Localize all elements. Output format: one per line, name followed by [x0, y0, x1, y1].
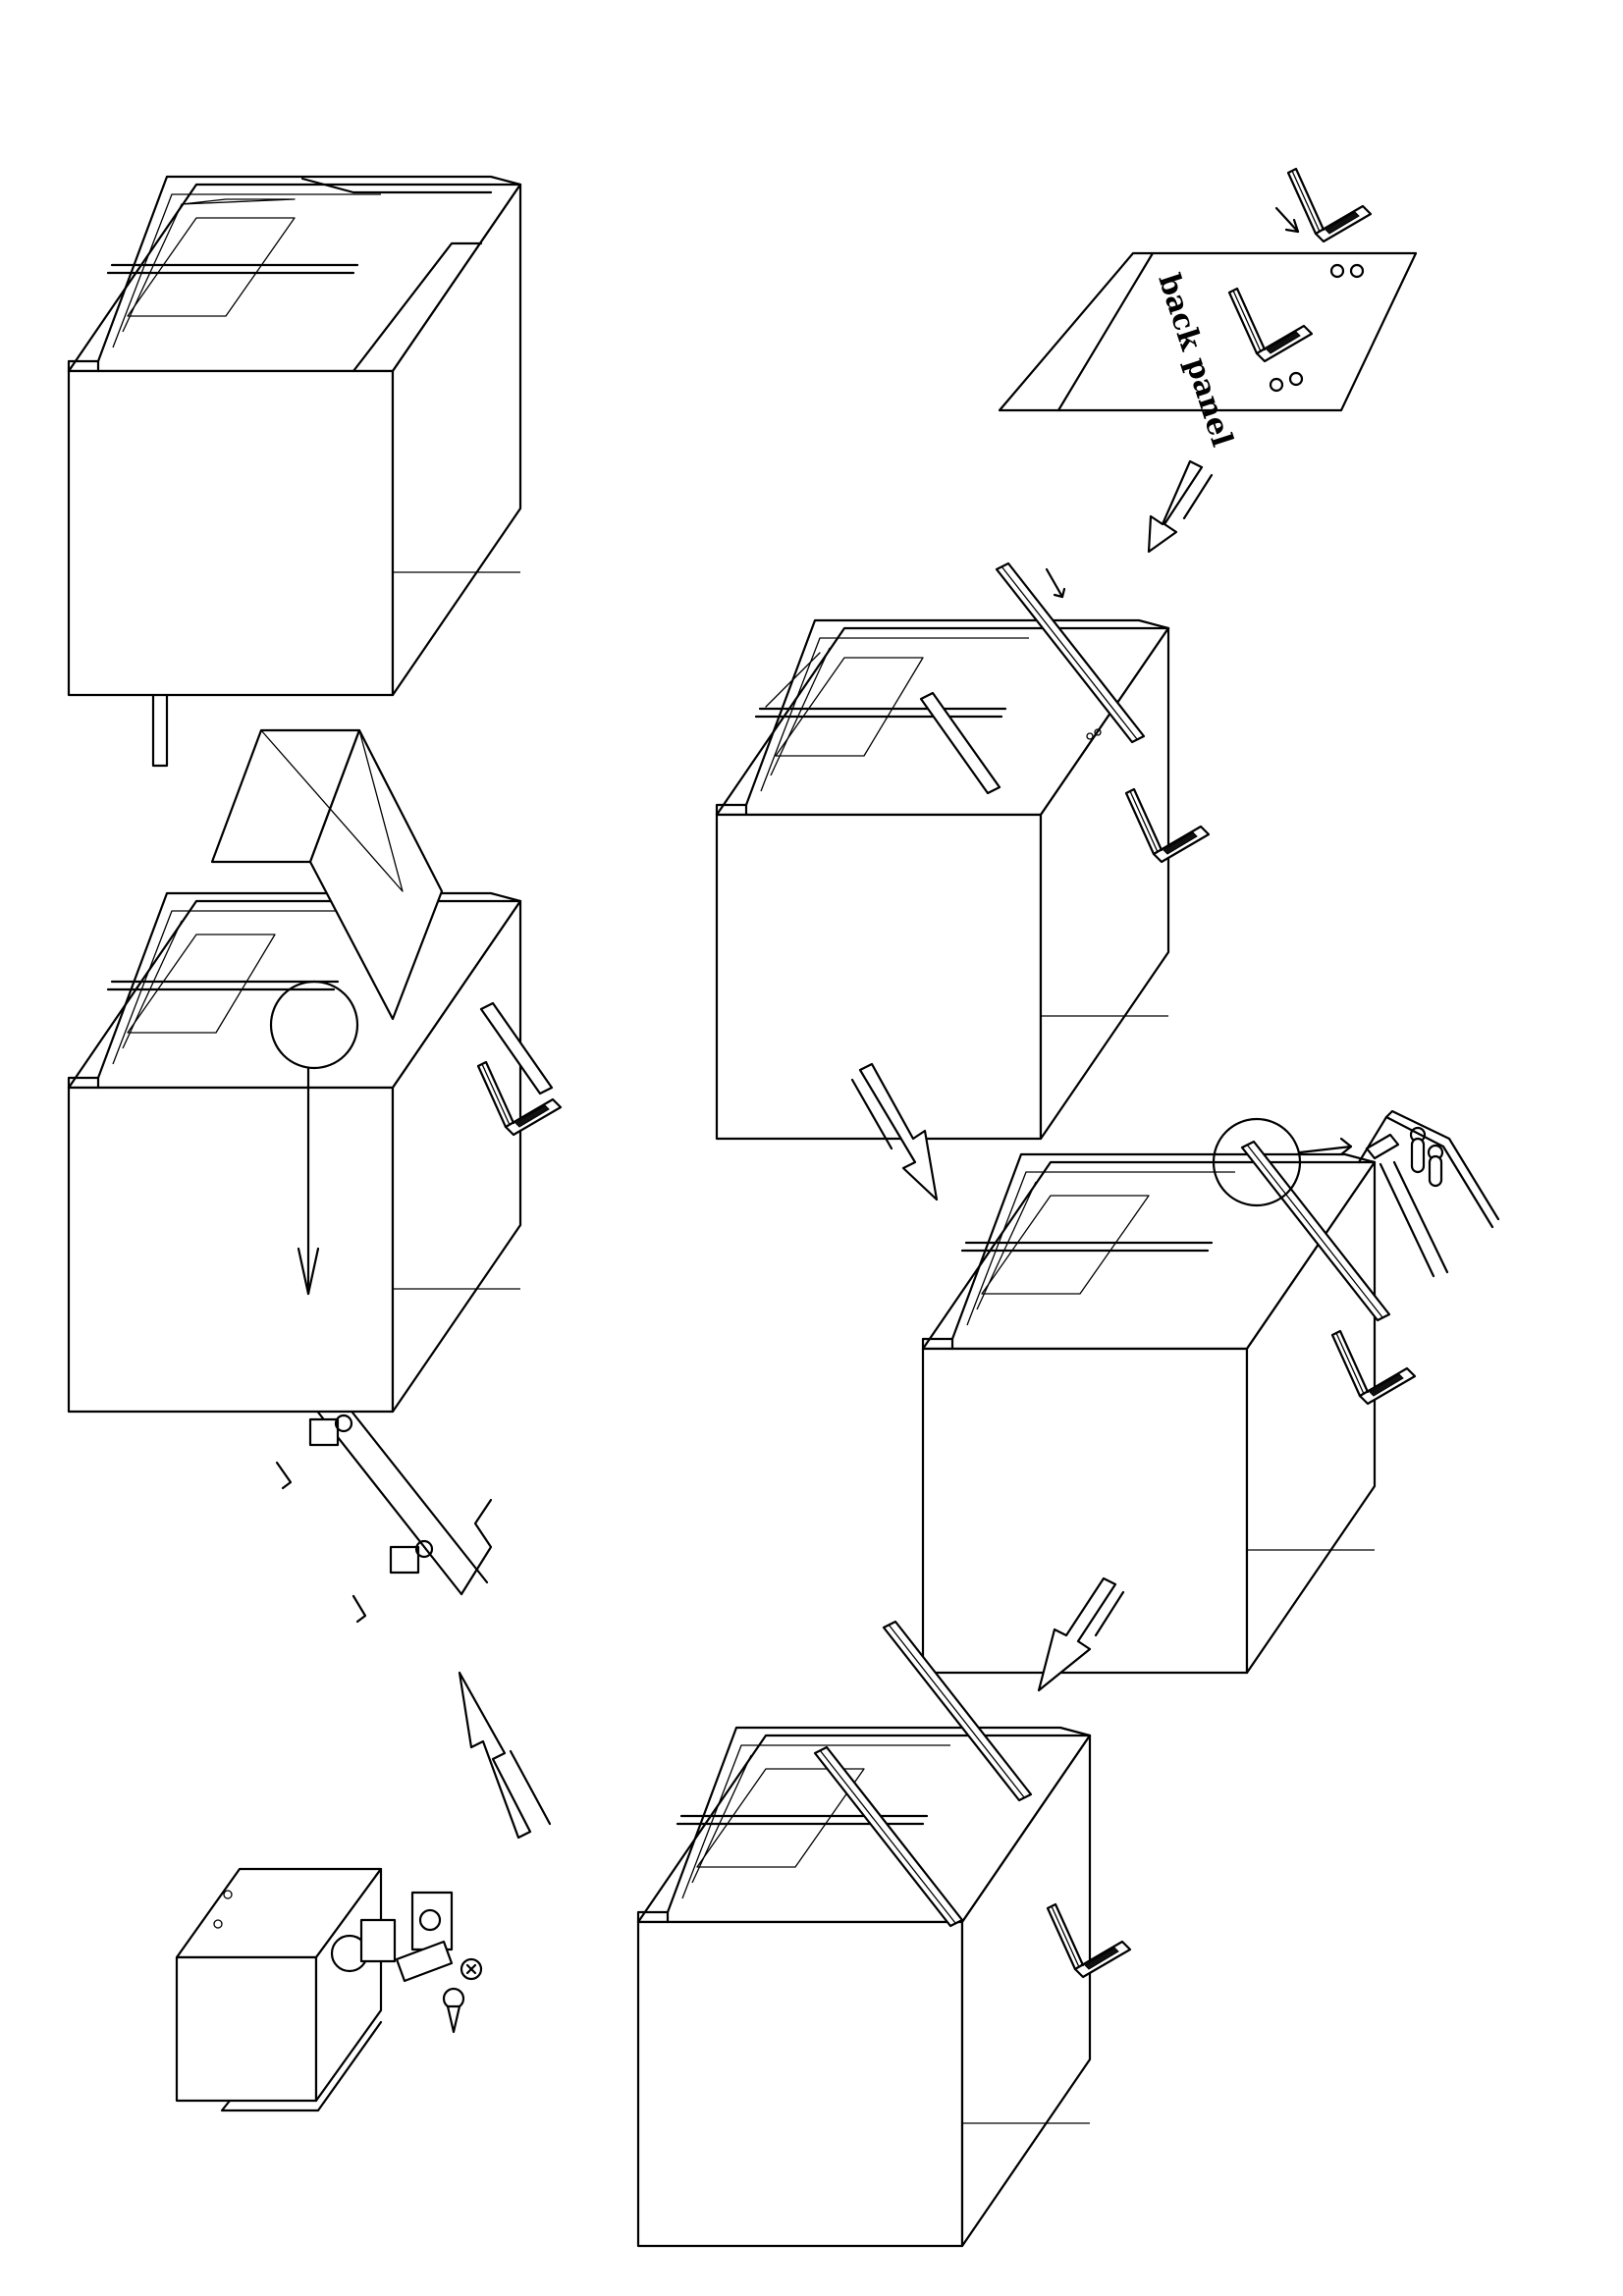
detail-circle [1212, 1117, 1302, 1207]
step-cabinet-rails [715, 561, 1211, 1141]
step-cabinet-second-rail [636, 1620, 1132, 2248]
step-cabinet-drawer [67, 728, 563, 1414]
arrow-step-5-6 [458, 1671, 552, 1840]
drawer-catch-circle [269, 980, 359, 1070]
arrow-step-3-4 [1037, 1576, 1125, 1692]
step-back-panel: back panel [998, 167, 1418, 451]
step-cabinet-rail-detail [921, 1117, 1417, 1675]
rail-detail-zoom [1357, 1109, 1500, 1278]
step-drawer-hardware [175, 1867, 483, 2112]
arrow-step-2-3 [850, 1062, 939, 1201]
arrow-step-1-2 [1147, 459, 1214, 554]
step-cabinet-finished [67, 175, 522, 697]
back-panel-bracket-upper [1286, 167, 1373, 243]
bracket-arrow [1274, 206, 1300, 234]
rail-short [919, 691, 1001, 795]
